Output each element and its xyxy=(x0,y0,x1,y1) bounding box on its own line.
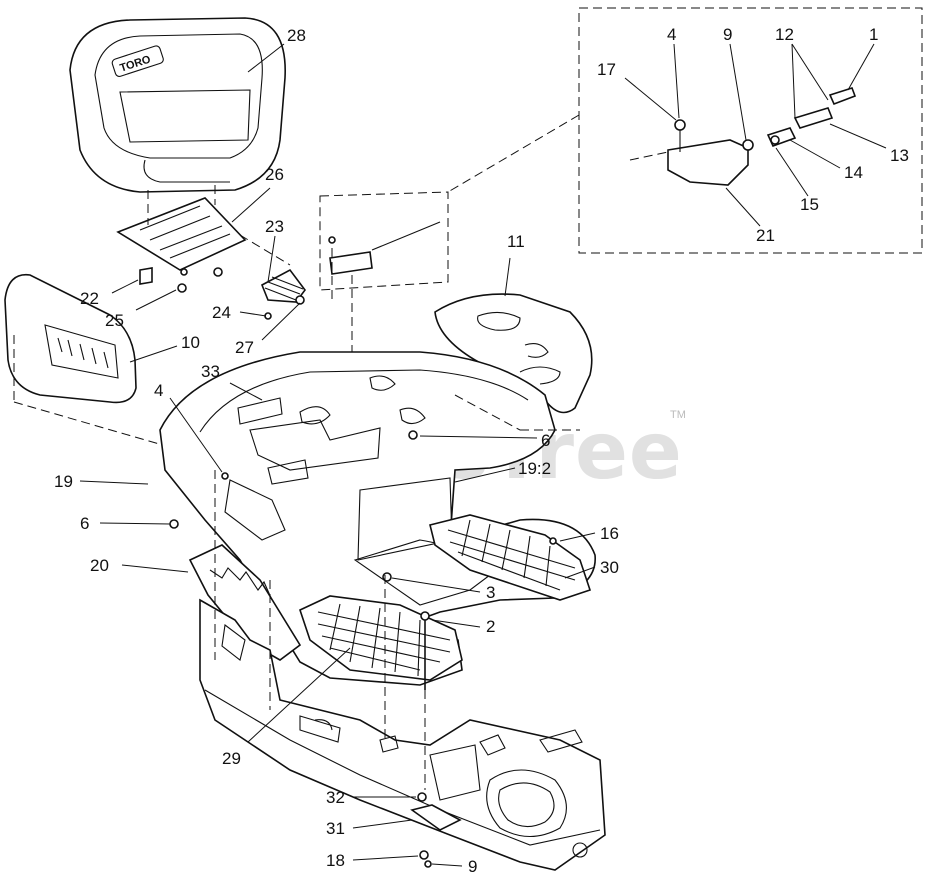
callout-15: 15 xyxy=(800,195,819,214)
callout-24: 24 xyxy=(212,303,231,322)
fender-cover-10 xyxy=(4,273,181,451)
washer-9b xyxy=(424,860,432,868)
clip-6 xyxy=(169,519,179,529)
callout-29: 29 xyxy=(222,749,241,768)
spacer-32 xyxy=(417,792,427,802)
screw-16 xyxy=(549,537,557,545)
rod-13 xyxy=(793,107,834,129)
knob-22 xyxy=(139,267,153,285)
callout-9a: 9 xyxy=(723,25,732,44)
callout-2: 2 xyxy=(486,617,495,636)
callout-20: 20 xyxy=(90,556,109,575)
nut-4 xyxy=(674,119,686,131)
watermark-trademark: TM xyxy=(670,409,686,421)
callout-26: 26 xyxy=(265,165,284,184)
callout-16: 16 xyxy=(600,524,619,543)
callout-19-2: 19:2 xyxy=(518,459,551,478)
footrest-pad-30 xyxy=(429,514,592,601)
callout-17: 17 xyxy=(597,60,616,79)
bracket-21 xyxy=(667,139,749,186)
pin-14 xyxy=(770,135,780,145)
callout-19: 19 xyxy=(54,472,73,491)
adjuster-plate xyxy=(329,251,373,275)
spring-assembly-23 xyxy=(260,268,306,305)
slider-27 xyxy=(295,295,305,305)
callout-13: 13 xyxy=(890,146,909,165)
washer-9 xyxy=(742,139,754,151)
callout-1: 1 xyxy=(869,25,878,44)
washer-25 xyxy=(177,283,187,293)
callout-6a: 6 xyxy=(80,514,89,533)
callout-6b: 6 xyxy=(541,431,550,450)
callout-4a: 4 xyxy=(154,381,163,400)
callout-25: 25 xyxy=(105,311,124,330)
tractor-frame xyxy=(199,598,606,871)
callout-23: 23 xyxy=(265,217,284,236)
fender-cover-11 xyxy=(434,293,593,414)
nut-3 xyxy=(382,572,392,582)
washer-18 xyxy=(419,850,429,860)
side-panel-20 xyxy=(188,479,302,661)
callout-18: 18 xyxy=(326,851,345,870)
callout-32: 32 xyxy=(326,788,345,807)
callout-30: 30 xyxy=(600,558,619,577)
callout-labels: 28 26 23 22 25 24 27 10 33 4 19 6 20 11 … xyxy=(54,25,909,876)
inset-detail-box xyxy=(447,7,923,254)
bottom-hardware xyxy=(169,394,580,868)
seat-28: TORO xyxy=(69,17,286,193)
clip-6b xyxy=(408,430,418,440)
callout-11: 11 xyxy=(507,232,525,251)
callout-12: 12 xyxy=(775,25,794,44)
callout-33: 33 xyxy=(201,362,220,381)
callout-28: 28 xyxy=(287,26,306,45)
callout-27: 27 xyxy=(235,338,254,357)
callout-22: 22 xyxy=(80,289,99,308)
callout-14: 14 xyxy=(844,163,863,182)
seat-hardware xyxy=(139,267,272,320)
clip-1 xyxy=(828,87,857,106)
callout-21: 21 xyxy=(756,226,775,245)
callout-4b: 4 xyxy=(667,25,676,44)
bracket-31 xyxy=(410,804,462,831)
callout-9b: 9 xyxy=(468,857,477,876)
callout-31: 31 xyxy=(326,819,345,838)
screw-4 xyxy=(221,472,229,480)
seat-pan-26 xyxy=(116,185,291,271)
callout-3: 3 xyxy=(486,583,495,602)
callout-10: 10 xyxy=(181,333,200,352)
leader-lines xyxy=(79,43,887,867)
